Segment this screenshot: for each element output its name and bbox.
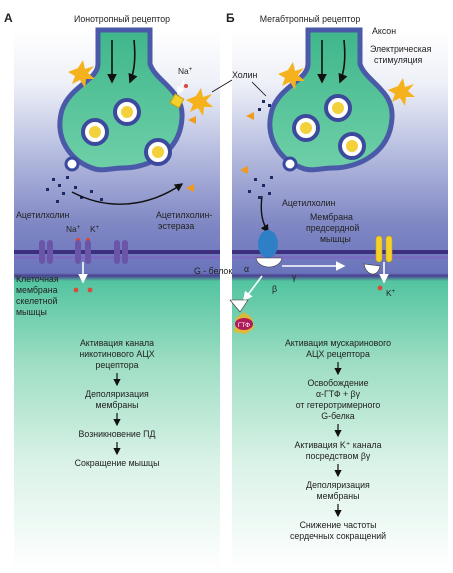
vesicle [144, 138, 172, 166]
atrial-membrane-label-line-1: Мембрана [310, 212, 353, 222]
atrial-membrane-label-line-2: предсердной [306, 223, 359, 233]
flow-step-4-line-1: Деполяризация [306, 480, 370, 490]
action-potential-arrow-right-2 [338, 39, 348, 84]
flow-step-1-line-2: АЦХ рецептора [306, 349, 370, 359]
flow-step-2-line-4: G-белка [321, 411, 354, 421]
gamma-label: γ [292, 272, 297, 282]
nicotinic-receptor-open [75, 240, 91, 264]
choline-pointer-left [211, 79, 233, 93]
stimulation-label-line-2: стимуляция [374, 55, 423, 65]
vesicle [338, 132, 366, 160]
flow-step-1-line-2: никотинового АЦХ [79, 349, 154, 359]
flow-step-5-line-1: Снижение частоты [300, 520, 377, 530]
membrane-label-line-3: скелетной [16, 296, 57, 306]
spark-icon [388, 78, 415, 106]
axon-label: Аксон [372, 26, 396, 36]
diffusion-arrow-right [260, 195, 269, 234]
g-protein-label: G - белок [194, 266, 232, 276]
acetylcholine-label-left: Ацетилхолин [16, 210, 70, 220]
flow-step-5-line-2: сердечных сокращений [290, 531, 386, 541]
flow-step-4-line-2: мембраны [317, 491, 360, 501]
choline-pointer-right [251, 81, 267, 97]
atrial-membrane-label-line-3: мышцы [320, 234, 351, 244]
alpha-release-arrow [243, 275, 263, 302]
gtp-molecule [235, 318, 253, 330]
channel-na-label: Na+ [66, 224, 81, 234]
esterase-label-line-1: Ацетилхолин- [156, 210, 212, 220]
esterase-icon [188, 116, 196, 124]
left-panel-title: Ионотропный рецептор [74, 14, 170, 24]
muscle-membrane-right [232, 250, 448, 259]
k-channel [363, 235, 393, 275]
k-ion [87, 287, 93, 293]
spark-icon [186, 88, 213, 116]
nicotinic-receptor [39, 240, 53, 264]
na-ion-label: Na+ [178, 66, 193, 76]
choline-transporter [169, 93, 185, 109]
flow-step-3-line-1: Возникновение ПД [79, 429, 156, 439]
flow-step-1-line-1: Активация канала [80, 338, 154, 348]
acetylcholine-label-right: Ацетилхолин [282, 198, 336, 208]
membrane-label-line-1: Клеточная [16, 274, 59, 284]
esterase-icon [240, 166, 248, 174]
fusing-vesicle [282, 156, 298, 172]
vesicle [324, 94, 352, 122]
flow-step-2-line-1: Деполяризация [85, 389, 149, 399]
vesicle [113, 98, 141, 126]
muscarinic-receptor [255, 230, 283, 268]
diffusion-arrow-left [71, 183, 184, 205]
channel-k-label: K+ [90, 224, 100, 234]
acetylcholine-molecules-left [46, 176, 103, 203]
panel-letter-left: А [4, 11, 13, 25]
action-potential-arrow-left-2 [128, 39, 138, 84]
right-panel-title: Мегабтропный рецептор [260, 14, 361, 24]
alpha-label: α [244, 264, 249, 274]
choline-label: Холин [232, 70, 258, 80]
panel-letter-right: Б [226, 11, 235, 25]
membrane-label-line-4: мышцы [16, 307, 47, 317]
vesicle [81, 118, 109, 146]
alpha-subunit [229, 299, 249, 313]
flow-step-1-line-1: Активация мускаринового [285, 338, 391, 348]
flow-step-3-line-2: посредством βγ [306, 451, 371, 461]
flow-step-2-line-2: α-ГТФ + βγ [316, 389, 361, 399]
na-ion [184, 84, 188, 88]
flow-step-2-line-1: Освобождение [307, 378, 368, 388]
flow-step-2-line-2: мембраны [96, 400, 139, 410]
flow-step-1-line-3: рецептора [96, 360, 139, 370]
acetylcholine-molecules-right [248, 176, 273, 199]
flow-step-2-line-3: от гетеротримерного [296, 400, 381, 410]
spark-icon [68, 60, 95, 88]
na-ion [73, 287, 79, 293]
spark-icon [278, 62, 305, 90]
beta-label: β [272, 284, 277, 294]
na-entry-arrow [176, 79, 185, 96]
stimulation-label-line-1: Электрическая [370, 44, 432, 54]
choline-molecules [258, 100, 271, 111]
gtp-label: ГТФ [238, 322, 250, 329]
membrane-label-line-2: мембрана [16, 285, 58, 295]
fusing-vesicle [64, 156, 80, 172]
esterase-icon [246, 112, 254, 120]
vesicle [292, 114, 320, 142]
flow-step-4-line-1: Сокращение мышцы [75, 458, 160, 468]
flow-step-3-line-1: Активация K⁺ канала [294, 440, 381, 450]
esterase-icon [186, 184, 194, 192]
k-ion-label: K+ [386, 288, 396, 298]
k-ion [377, 285, 383, 291]
esterase-label-line-2: эстераза [158, 221, 194, 231]
nicotinic-receptor [114, 240, 128, 264]
